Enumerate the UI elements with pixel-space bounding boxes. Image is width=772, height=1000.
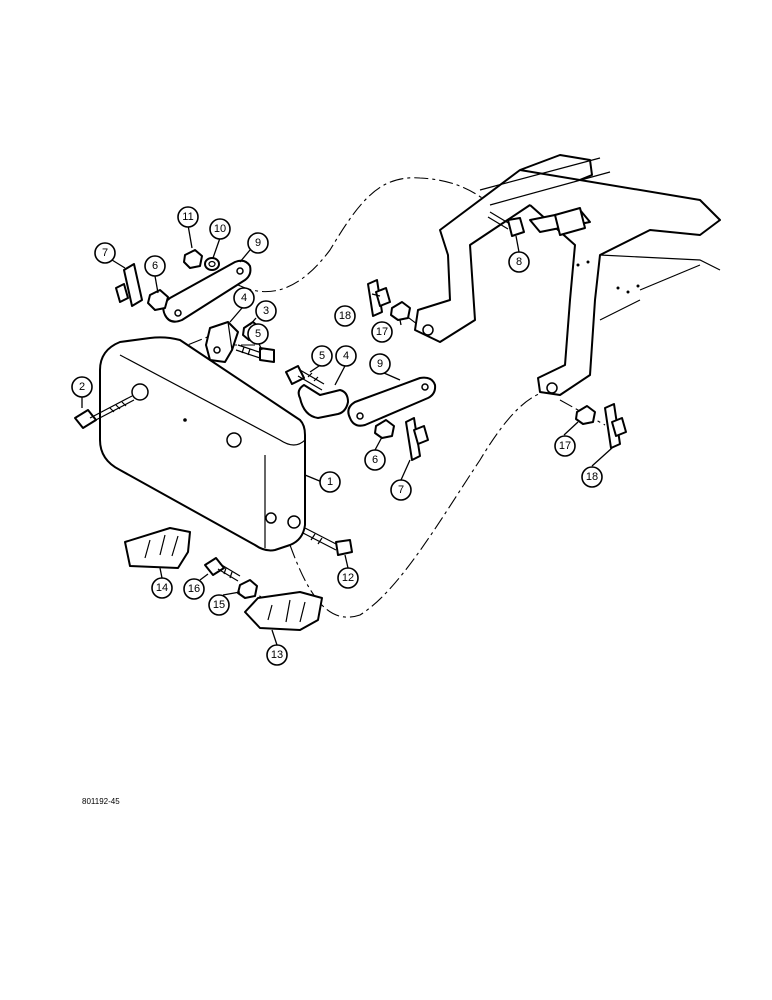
- counterweight: [99, 336, 306, 552]
- tractor-frame: [414, 154, 721, 396]
- nut-6-left: [147, 289, 169, 311]
- svg-text:1: 1: [327, 476, 333, 488]
- svg-text:6: 6: [152, 260, 158, 272]
- callout-9: 9: [247, 232, 269, 254]
- callout-2: 2: [71, 376, 93, 398]
- callout-6: 6: [144, 255, 166, 277]
- callout-17-right: 17: [554, 435, 576, 457]
- leader-lines: [81, 224, 613, 646]
- callout-14: 14: [151, 577, 173, 599]
- drawing-id: 801192-45: [82, 797, 120, 806]
- svg-text:2: 2: [79, 381, 85, 393]
- svg-text:4: 4: [241, 292, 247, 304]
- svg-text:11: 11: [182, 211, 193, 223]
- svg-text:8: 8: [516, 256, 522, 268]
- plate-14: [124, 527, 191, 569]
- bolt-5-left: [235, 344, 275, 363]
- svg-text:3: 3: [263, 305, 269, 317]
- callout-16: 16: [183, 578, 205, 600]
- svg-text:5: 5: [319, 350, 325, 362]
- svg-text:5: 5: [255, 328, 261, 340]
- callout-7: 7: [94, 242, 116, 264]
- plate-9-mid: [347, 376, 437, 427]
- callout-10: 10: [209, 218, 231, 240]
- svg-text:12: 12: [342, 572, 354, 584]
- callout-3: 3: [255, 300, 277, 322]
- svg-text:10: 10: [214, 223, 226, 235]
- nut-6-mid: [374, 419, 395, 439]
- bolt-2: [74, 395, 135, 429]
- bracket-4-mid: [297, 384, 349, 419]
- callout-5: 5: [247, 323, 269, 345]
- svg-text:6: 6: [372, 454, 378, 466]
- bolt-5-mid: [285, 365, 325, 391]
- callout-15: 15: [208, 594, 230, 616]
- callout-5-mid: 5: [311, 345, 333, 367]
- callout-6-mid: 6: [364, 449, 386, 471]
- clip-7-mid: [405, 417, 429, 461]
- nut-11: [183, 249, 203, 269]
- callout-18: 18: [334, 305, 356, 327]
- svg-text:7: 7: [102, 247, 108, 259]
- nut-17-right: [575, 405, 596, 425]
- clip-7-left: [115, 263, 143, 307]
- clip-18-mid: [367, 279, 391, 317]
- plate-13: [244, 591, 323, 631]
- callout-13: 13: [266, 644, 288, 666]
- svg-text:4: 4: [343, 350, 349, 362]
- svg-text:9: 9: [377, 358, 383, 370]
- bolt-12: [302, 527, 353, 556]
- callout-18-right: 18: [581, 466, 603, 488]
- svg-text:18: 18: [339, 310, 351, 322]
- bolt-8: [487, 211, 525, 237]
- svg-text:17: 17: [376, 326, 388, 338]
- svg-text:9: 9: [255, 237, 261, 249]
- callout-9-mid: 9: [369, 353, 391, 375]
- callout-4: 4: [233, 287, 255, 309]
- svg-text:18: 18: [586, 471, 598, 483]
- callout-17: 17: [371, 321, 393, 343]
- bolt-16: [204, 557, 241, 582]
- svg-text:7: 7: [398, 484, 404, 496]
- callout-1: 1: [319, 471, 341, 493]
- callout-4-mid: 4: [335, 345, 357, 367]
- callout-8: 8: [508, 251, 530, 273]
- nut-15: [237, 579, 258, 599]
- svg-text:17: 17: [559, 440, 571, 452]
- svg-text:14: 14: [156, 582, 168, 594]
- bracket-4-left: [205, 321, 239, 363]
- svg-text:15: 15: [213, 599, 225, 611]
- callout-12: 12: [337, 567, 359, 589]
- svg-text:16: 16: [188, 583, 200, 595]
- nut-17-mid: [390, 301, 411, 321]
- callout-7-mid: 7: [390, 479, 412, 501]
- callout-11: 11: [177, 206, 199, 228]
- washer-10: [204, 257, 220, 271]
- svg-text:13: 13: [271, 649, 283, 661]
- clip-18-right: [604, 403, 627, 449]
